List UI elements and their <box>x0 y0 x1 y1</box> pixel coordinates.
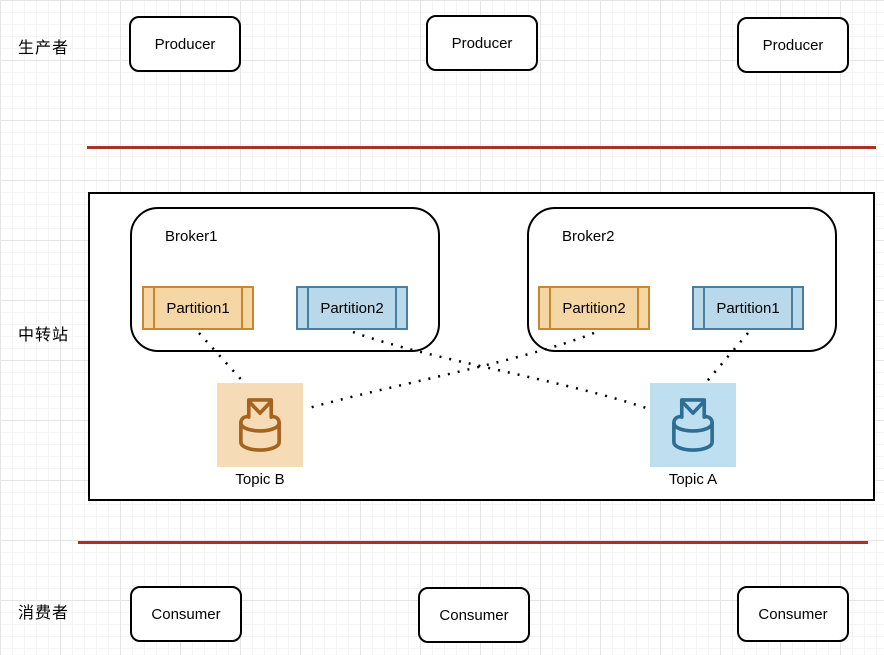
broker2-title: Broker2 <box>562 228 615 245</box>
partition-label: Partition1 <box>166 299 230 317</box>
topic-b-panel <box>217 383 303 467</box>
producer-box-3: Producer <box>737 17 849 73</box>
producer-box-1: Producer <box>129 16 241 72</box>
dotted-connector-broker1p2-topica <box>352 330 650 411</box>
dotted-connector-broker2p2-topicb <box>304 331 595 411</box>
topic-a-label: Topic A <box>668 471 718 488</box>
consumer-box-2: Consumer <box>418 587 530 643</box>
partition-label: Partition2 <box>562 299 626 317</box>
message-queue-icon <box>672 398 714 452</box>
partition-box-broker1-partition1: Partition1 <box>142 286 254 330</box>
consumer-box-1: Consumer <box>130 586 242 642</box>
broker1-title: Broker1 <box>165 228 218 245</box>
row-label-brokers: 中转站 <box>18 327 70 344</box>
row-label-consumers: 消费者 <box>18 605 70 622</box>
separator-line-bottom <box>78 541 868 544</box>
dotted-connector-broker2p1-topica <box>702 332 749 387</box>
partition-label: Partition2 <box>320 299 384 317</box>
topic-b-label: Topic B <box>235 471 285 488</box>
separator-line-top <box>87 146 876 149</box>
dotted-connector-broker1p1-topicb <box>198 332 248 387</box>
row-label-producers: 生产者 <box>18 40 70 57</box>
topic-a-panel <box>650 383 736 467</box>
partition-box-broker1-partition2: Partition2 <box>296 286 408 330</box>
partition-box-broker2-partition1: Partition1 <box>692 286 804 330</box>
producer-box-2: Producer <box>426 15 538 71</box>
message-queue-icon <box>239 398 281 452</box>
partition-label: Partition1 <box>716 299 780 317</box>
consumer-box-3: Consumer <box>737 586 849 642</box>
